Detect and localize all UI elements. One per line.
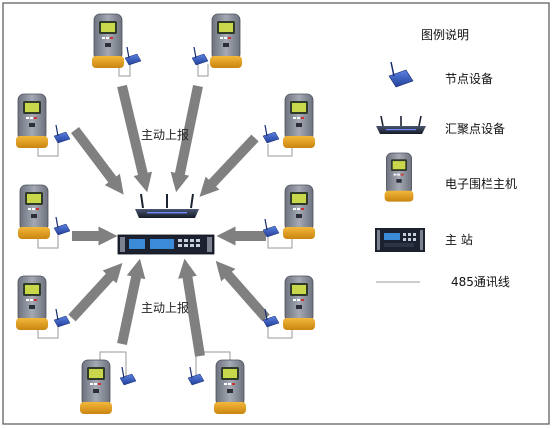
fence-unit-mid-left	[17, 184, 71, 240]
arrow-lower-left	[68, 262, 123, 322]
legend-label-electric-fence-host: 电子围栏主机	[445, 176, 517, 191]
arrow-upper-left	[71, 126, 124, 195]
report-label-bottom: 主动上报	[141, 300, 189, 315]
report-label-top: 主动上报	[141, 127, 189, 142]
legend-label-master-station: 主 站	[445, 233, 473, 247]
legend-label-rs485-line: 485通讯线	[451, 275, 510, 289]
rs485-lines	[37, 64, 293, 376]
legend-title: 图例说明	[421, 27, 469, 42]
arrow-lower-right	[215, 260, 270, 322]
node-device-icon	[388, 61, 414, 88]
fence-unit-mid-right	[262, 184, 316, 240]
electric-fence-host-icon	[384, 152, 414, 203]
fence-unit-bottom-right	[187, 359, 247, 415]
aggregation-device	[135, 193, 199, 218]
legend: 图例说明 节点设备 汇聚点设备 电子围栏主机	[375, 27, 517, 289]
legend-label-aggregation-device: 汇聚点设备	[445, 122, 505, 136]
arrow-upper-right	[199, 134, 259, 197]
fence-unit-lower-right	[262, 275, 316, 331]
arrow-bottom-right	[178, 258, 205, 357]
arrow-top-right	[170, 84, 203, 193]
fence-unit-top-right	[191, 13, 243, 69]
arrow-bottom-left	[117, 258, 146, 346]
legend-label-node-device: 节点设备	[445, 72, 493, 86]
fence-unit-upper-left	[15, 93, 71, 149]
fence-unit-lower-left	[15, 275, 71, 331]
master-station	[117, 234, 215, 255]
fence-unit-upper-right	[262, 93, 316, 149]
fence-unit-top-left	[91, 13, 142, 69]
fence-unit-bottom-left	[79, 359, 137, 415]
report-arrows	[68, 84, 270, 357]
arrow-top-left	[117, 84, 153, 193]
master-station-icon	[375, 228, 425, 252]
aggregation-device-icon	[376, 115, 426, 134]
